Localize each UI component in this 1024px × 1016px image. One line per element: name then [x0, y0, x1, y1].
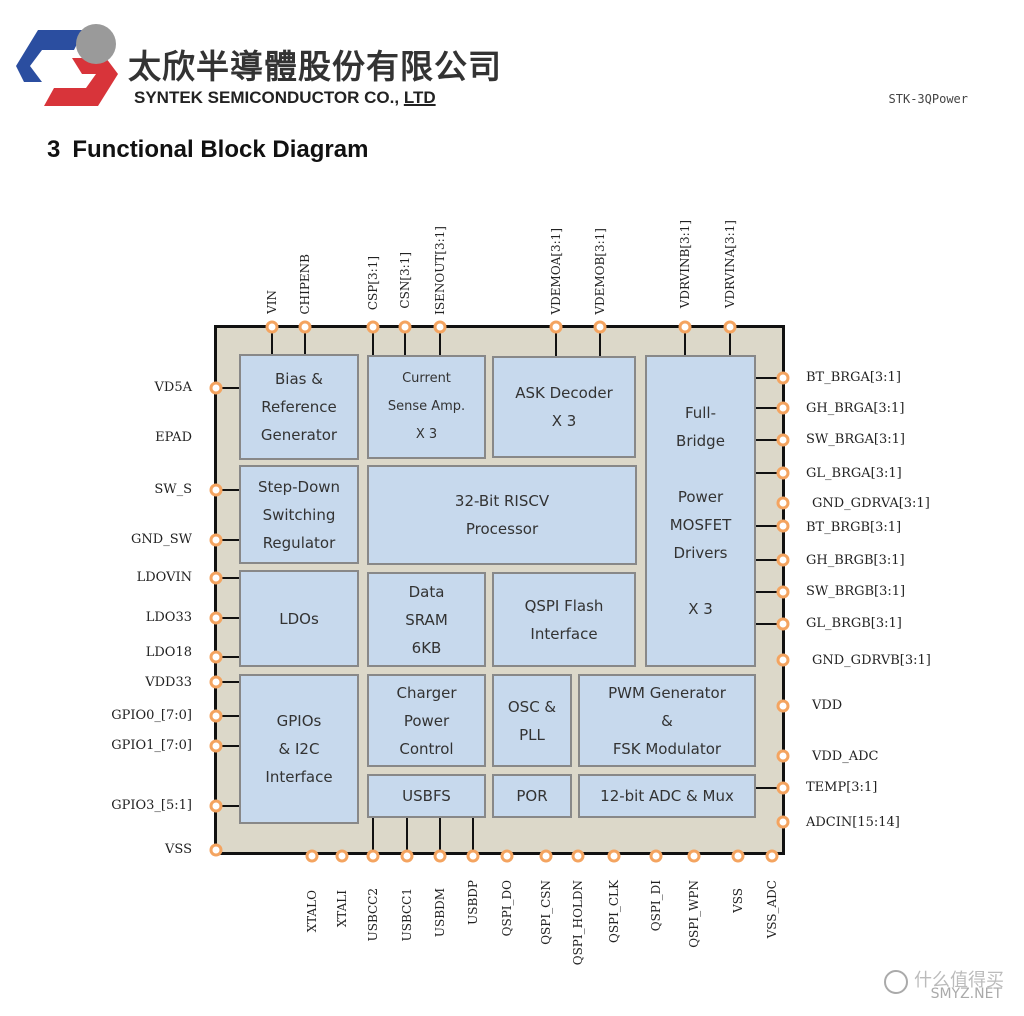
riscv-processor-block: 32-Bit RISCV Processor — [367, 465, 637, 565]
company-name-en: SYNTEK SEMICONDUCTOR CO., LTD — [134, 88, 436, 108]
document-code: STK-3QPower — [888, 92, 968, 106]
pin-ldo18: LDO18 — [145, 645, 192, 660]
pin-gl-brgb: GL_BRGB[3:1] — [806, 616, 902, 631]
pin-vdemoa: VDEMOA[3:1] — [549, 228, 563, 315]
pin-qspi-do: QSPI_DO — [500, 880, 514, 937]
usbfs-block: USBFS — [367, 774, 486, 818]
pin-gnd-sw: GND_SW — [131, 532, 192, 547]
pin-adcin: ADCIN[15:14] — [806, 815, 900, 830]
company-name-cn: 太欣半導體股份有限公司 — [128, 47, 502, 86]
watermark-url: SMYZ.NET — [930, 986, 1002, 1002]
pin-chipenb: CHIPENB — [298, 254, 312, 315]
pin-vdemob: VDEMOB[3:1] — [593, 228, 607, 315]
adc-mux-block: 12-bit ADC & Mux — [578, 774, 756, 818]
pin-csn: CSN[3:1] — [398, 252, 412, 309]
pin-vss-left: VSS — [165, 842, 192, 857]
section-title-text: Functional Block Diagram — [72, 136, 369, 163]
step-down-regulator-block: Step-Down Switching Regulator — [239, 465, 359, 564]
bias-reference-generator-block: Bias & Reference Generator — [239, 354, 359, 460]
pin-ldovin: LDOVIN — [136, 570, 192, 585]
watermark: 什么值得买 SMYZ.NET — [884, 966, 1004, 1002]
por-block: POR — [492, 774, 572, 818]
pin-temp: TEMP[3:1] — [806, 780, 878, 795]
ldos-block: LDOs — [239, 570, 359, 667]
section-title: 3 Functional Block Diagram — [47, 136, 368, 164]
pin-epad: EPAD — [155, 430, 192, 445]
company-name-en-main: SYNTEK SEMICONDUCTOR CO., — [134, 88, 404, 107]
pin-qspi-wpn: QSPI_WPN — [687, 880, 701, 948]
pin-vdd-adc: VDD_ADC — [812, 749, 879, 764]
data-sram-block: Data SRAM 6KB — [367, 572, 486, 667]
pin-vdrvina: VDRVINA[3:1] — [723, 220, 737, 309]
pin-gh-brgb: GH_BRGB[3:1] — [806, 553, 905, 568]
pin-vin: VIN — [265, 290, 279, 314]
pin-gpio1: GPIO1_[7:0] — [111, 738, 192, 753]
osc-pll-block: OSC & PLL — [492, 674, 572, 767]
current-sense-amp-block: Current Sense Amp. X 3 — [367, 355, 486, 459]
company-name-en-suffix: LTD — [403, 88, 436, 107]
pin-vd5a: VD5A — [154, 380, 192, 395]
company-logo — [16, 24, 118, 106]
pin-gnd-gdrva: GND_GDRVA[3:1] — [812, 496, 930, 511]
pin-gnd-gdrvb: GND_GDRVB[3:1] — [812, 653, 931, 668]
watermark-logo-icon — [884, 970, 908, 994]
pin-gh-brga: GH_BRGA[3:1] — [806, 401, 905, 416]
pin-usbdm: USBDM — [433, 888, 447, 938]
pin-bt-brga: BT_BRGA[3:1] — [806, 370, 901, 385]
qspi-flash-interface-block: QSPI Flash Interface — [492, 572, 636, 667]
section-number: 3 — [47, 136, 61, 163]
pin-usbcc1: USBCC1 — [400, 888, 414, 942]
pin-sw-brgb: SW_BRGB[3:1] — [806, 584, 906, 599]
pin-qspi-di: QSPI_DI — [649, 880, 663, 932]
charger-power-control-block: Charger Power Control — [367, 674, 486, 767]
pin-usbdp: USBDP — [466, 880, 480, 925]
pin-gl-brga: GL_BRGA[3:1] — [806, 466, 902, 481]
pin-vss-adc: VSS_ADC — [765, 880, 779, 939]
ask-decoder-block: ASK Decoder X 3 — [492, 356, 636, 458]
pin-csp: CSP[3:1] — [366, 256, 380, 311]
pin-xtalo: XTALO — [305, 890, 319, 933]
watermark-text: 什么值得买 — [914, 970, 1004, 991]
pin-ldo33: LDO33 — [145, 610, 192, 625]
pin-usbcc2: USBCC2 — [366, 888, 380, 942]
pin-vdd: VDD — [812, 698, 843, 713]
pin-bt-brgb: BT_BRGB[3:1] — [806, 520, 902, 535]
pin-isenout: ISENOUT[3:1] — [433, 226, 447, 315]
full-bridge-driver-block: Full- Bridge Power MOSFET Drivers X 3 — [645, 355, 756, 667]
pin-sw-s: SW_S — [154, 482, 192, 497]
pin-vdrvinb: VDRVINB[3:1] — [678, 220, 692, 309]
pwm-fsk-block: PWM Generator & FSK Modulator — [578, 674, 756, 767]
pin-gpio0: GPIO0_[7:0] — [111, 708, 192, 723]
pin-gpio3: GPIO3_[5:1] — [111, 798, 192, 813]
pin-vss-bottom: VSS — [731, 888, 745, 913]
pin-xtali: XTALI — [335, 890, 349, 928]
gpios-i2c-block: GPIOs & I2C Interface — [239, 674, 359, 824]
pin-qspi-holdn: QSPI_HOLDN — [571, 880, 585, 966]
pin-sw-brga: SW_BRGA[3:1] — [806, 432, 905, 447]
pin-vdd33: VDD33 — [145, 675, 192, 690]
pin-qspi-csn: QSPI_CSN — [539, 880, 553, 945]
pin-qspi-clk: QSPI_CLK — [607, 880, 621, 943]
